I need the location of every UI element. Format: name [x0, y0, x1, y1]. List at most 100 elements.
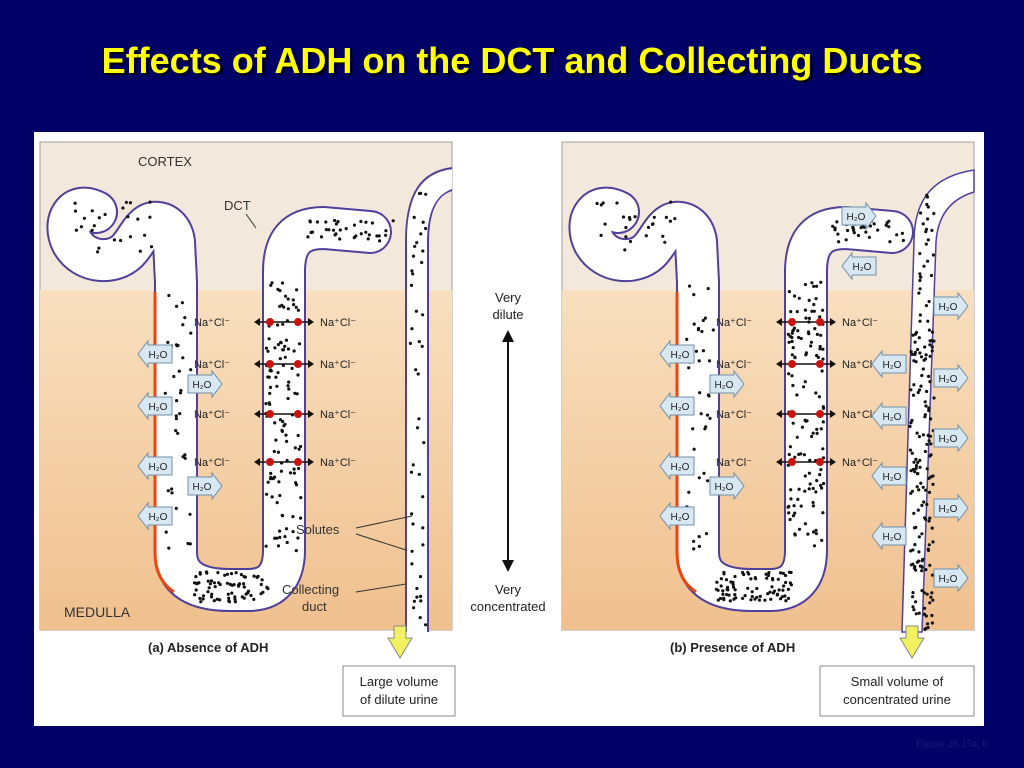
solute-dot: [909, 388, 913, 392]
solute-dot: [705, 413, 710, 417]
solute-dot: [615, 201, 619, 205]
solute-dot: [861, 225, 865, 229]
solute-dot: [420, 344, 424, 348]
solute-dot: [189, 331, 193, 335]
solute-dot: [284, 433, 288, 437]
solute-dot: [696, 328, 701, 332]
solute-dot: [811, 504, 816, 508]
solute-dot: [887, 225, 891, 229]
solute-dot: [286, 307, 290, 311]
solute-dot: [928, 354, 932, 358]
solute-dot: [918, 465, 922, 469]
solute-dot: [698, 391, 702, 395]
solute-dot: [814, 297, 818, 301]
water-arrow: [659, 391, 695, 421]
solute-dot: [817, 395, 822, 399]
solute-dot: [82, 216, 86, 220]
water-label: H₂O: [939, 302, 958, 313]
pump-dot: [788, 318, 796, 326]
solute-dot: [927, 543, 931, 547]
water-arrow: [871, 521, 907, 551]
solute-dot: [917, 611, 921, 615]
solute-dot: [925, 467, 929, 471]
solute-dot: [797, 527, 802, 531]
solute-dot: [267, 375, 271, 379]
solute-dot: [910, 451, 914, 455]
solute-dot: [415, 595, 419, 599]
solute-dot: [299, 444, 303, 449]
solute-dot: [921, 222, 925, 226]
solute-dot: [370, 221, 374, 225]
solute-dot: [267, 401, 271, 405]
solute-dot: [292, 467, 296, 471]
solute-dot: [288, 471, 293, 475]
solute-dot: [917, 291, 921, 295]
solute-dot: [901, 238, 906, 243]
solute-dot: [295, 288, 299, 292]
solute-dot: [216, 571, 220, 575]
solute-dot: [128, 235, 133, 239]
solute-dot: [700, 329, 704, 334]
solute-dot: [814, 532, 819, 536]
solute-dot: [278, 418, 283, 422]
pump-dot: [266, 410, 274, 418]
solute-dot: [876, 228, 880, 232]
solute-dot: [79, 225, 83, 229]
solute-dot: [812, 284, 816, 288]
pump-dot: [266, 360, 274, 368]
solute-dot: [697, 544, 702, 548]
solute-dot: [917, 435, 922, 439]
solute-dot: [821, 357, 825, 361]
solute-dot: [784, 599, 788, 603]
solute-dot: [268, 369, 272, 373]
solute-dot: [819, 483, 823, 487]
solute-dot: [920, 569, 924, 573]
solute-dot: [818, 315, 822, 319]
solute-dot: [764, 572, 768, 576]
solute-dot: [921, 433, 926, 437]
solute-dot: [916, 460, 920, 465]
solute-dot: [918, 272, 922, 276]
solute-dot: [924, 230, 928, 234]
caption-b: (b) Presence of ADH: [670, 640, 795, 655]
water-arrow: [137, 339, 173, 369]
water-arrow: [871, 349, 907, 379]
solute-dot: [926, 547, 930, 551]
solute-dot: [269, 475, 273, 480]
solute-dot: [925, 389, 929, 394]
solute-dot: [276, 323, 280, 327]
solute-dot: [627, 216, 632, 220]
water-label: H₂O: [883, 360, 902, 371]
solute-dot: [281, 419, 285, 424]
solute-dot: [417, 472, 421, 476]
solute-dot: [799, 504, 803, 508]
solute-dot: [915, 560, 919, 564]
solute-dot: [103, 212, 107, 217]
solute-dot: [210, 592, 214, 596]
solute-dot: [242, 582, 246, 586]
pump-dot: [816, 360, 824, 368]
solute-dot: [928, 343, 932, 347]
solute-dot: [788, 445, 793, 449]
solute-dot: [711, 328, 715, 332]
urine-box-b-line1: Small volume of: [851, 674, 944, 689]
solute-dot: [265, 492, 269, 496]
solute-dot: [788, 334, 792, 338]
solute-dot: [733, 588, 737, 592]
solute-dot: [240, 595, 244, 599]
solute-dot: [595, 201, 599, 206]
solute-dot: [267, 337, 271, 341]
solute-dot: [707, 359, 712, 363]
solute-dot: [766, 592, 770, 596]
solute-dot: [914, 330, 919, 335]
water-label: H₂O: [149, 350, 168, 361]
solute-dot: [911, 333, 915, 337]
solute-dot: [807, 298, 811, 302]
solute-dot: [925, 442, 929, 446]
solute-dot: [691, 427, 695, 431]
solute-dot: [174, 417, 178, 421]
water-arrow: [933, 363, 969, 393]
water-label: H₂O: [883, 412, 902, 423]
solute-dot: [297, 447, 301, 451]
solute-dot: [930, 228, 934, 232]
